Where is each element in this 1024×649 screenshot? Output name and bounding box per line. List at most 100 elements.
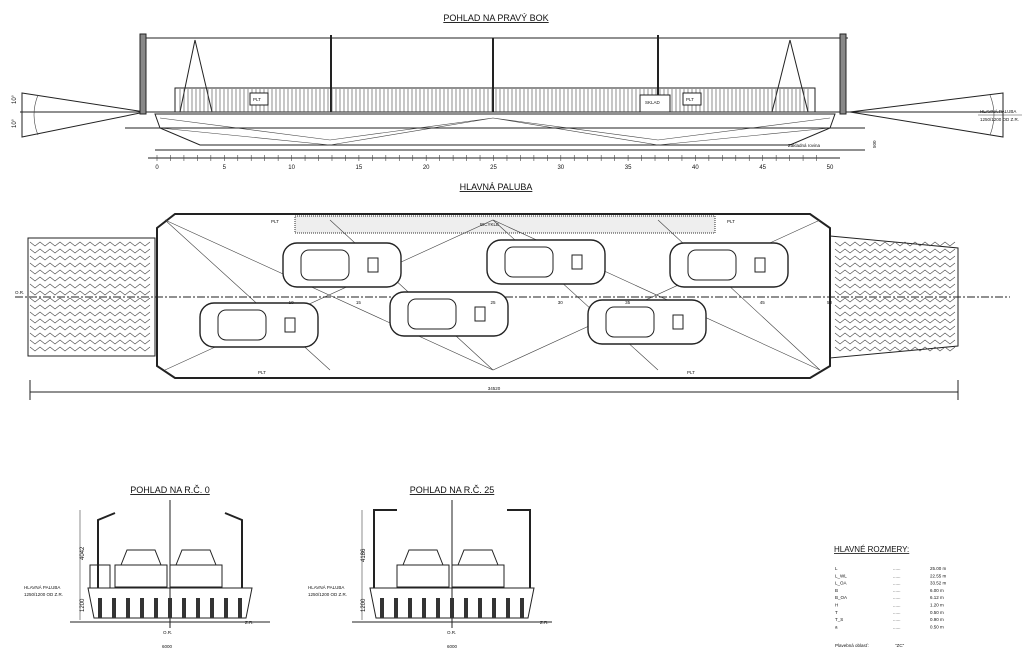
ramp-angle-up: 10° — [12, 94, 18, 104]
ramp-chevron — [29, 311, 151, 317]
svg-text:PLT: PLT — [258, 370, 266, 375]
ramp-chevron — [29, 346, 151, 352]
ramp-chevron — [834, 283, 956, 289]
ramp-chevron — [834, 332, 956, 338]
side-view: POHLAD NA PRAVÝ BOK 10° 10° PLT PLT SKLA… — [12, 13, 1022, 192]
dimension-value: 6.12 m — [930, 595, 944, 600]
ramp-chevron — [29, 290, 151, 296]
svg-text:4042: 4042 — [80, 546, 86, 560]
ramp-chevron — [834, 241, 956, 247]
ramp-chevron — [834, 276, 956, 282]
main-dimensions: HLAVNÉ ROZMERY: L......25.00 mL_WL......… — [834, 545, 947, 648]
frame-tick-label: 40 — [692, 165, 699, 171]
ramp-chevron — [29, 339, 151, 345]
ramp-chevron — [834, 346, 956, 352]
dimension-leader: ...... — [893, 624, 901, 629]
ramp-chevron — [834, 248, 956, 254]
dimension-value: 22.55 m — [930, 573, 947, 578]
svg-text:Z.R.: Z.R. — [245, 620, 254, 625]
frame-tick-label: 5 — [223, 165, 227, 171]
dimension-value: 25.00 m — [930, 566, 947, 571]
dimension-symbol: H — [835, 603, 838, 608]
frame-tick-label: 45 — [760, 300, 766, 305]
ramp-chevron — [29, 262, 151, 268]
dimension-leader: ...... — [893, 610, 901, 615]
ramp-chevron — [29, 325, 151, 331]
svg-text:BICYKLE: BICYKLE — [480, 222, 499, 227]
frame-tick-label: 25 — [490, 165, 497, 171]
ramp-chevron — [834, 255, 956, 261]
ramp-chevron — [834, 318, 956, 324]
ramp-chevron — [29, 248, 151, 254]
dimension-symbol: L_WL — [835, 573, 847, 578]
dimension-symbol: T — [835, 610, 838, 615]
car — [199, 302, 319, 348]
dimension-leader: ...... — [893, 573, 901, 578]
frame-tick-label: 15 — [356, 300, 362, 305]
svg-text:500: 500 — [872, 140, 877, 148]
dimension-symbol: B_OA — [835, 595, 847, 600]
ramp-angle-down: 10° — [12, 118, 18, 128]
ramp-chevron — [834, 304, 956, 310]
svg-text:PLT: PLT — [687, 370, 695, 375]
ramp-chevron — [834, 325, 956, 331]
dimension-leader: ...... — [893, 603, 901, 608]
svg-text:Z.R.: Z.R. — [540, 620, 549, 625]
svg-text:PLT: PLT — [271, 219, 279, 224]
overall-length: 34520 — [488, 386, 501, 391]
frame-tick-label: 35 — [625, 165, 632, 171]
svg-text:1250/1200 OD Z.R.: 1250/1200 OD Z.R. — [24, 592, 63, 597]
svg-text:"ZC": "ZC" — [895, 643, 905, 648]
svg-text:6000: 6000 — [162, 644, 173, 649]
svg-text:1250/1200 OD Z.R.: 1250/1200 OD Z.R. — [980, 117, 1019, 122]
svg-text:O.R.: O.R. — [447, 630, 456, 635]
ramp-chevron — [834, 339, 956, 345]
ramp-chevron — [834, 311, 956, 317]
svg-text:HLAVNÁ PALUBA: HLAVNÁ PALUBA — [980, 108, 1016, 114]
ramp-chevron — [29, 283, 151, 289]
frame-tick-label: 0 — [155, 165, 159, 171]
ramp-chevron — [29, 318, 151, 324]
svg-text:1250/1200 OD Z.R.: 1250/1200 OD Z.R. — [308, 592, 347, 597]
ramp-chevron — [29, 241, 151, 247]
svg-text:O.R.: O.R. — [15, 290, 24, 295]
ramp-chevron — [834, 290, 956, 296]
svg-text:SKLAD: SKLAD — [645, 100, 661, 105]
ramp-chevron — [29, 332, 151, 338]
svg-text:PLT: PLT — [686, 97, 694, 102]
ramp-chevron — [29, 297, 151, 303]
dimension-leader: ...... — [893, 617, 901, 622]
svg-text:PLT: PLT — [727, 219, 735, 224]
section-frame-25: POHLAD NA R.Č. 25 — [352, 485, 552, 628]
svg-text:POHLAD NA R.Č. 25: POHLAD NA R.Č. 25 — [410, 485, 495, 495]
frame-tick-label: 10 — [288, 165, 295, 171]
dimension-value: 0.90 m — [930, 617, 944, 622]
dimension-symbol: L — [835, 566, 838, 571]
dimension-symbol: a — [835, 624, 838, 629]
svg-text:Základná rovina: Základná rovina — [788, 143, 821, 148]
frame-tick-label: 35 — [625, 300, 631, 305]
frame-tick-label: 15 — [356, 165, 363, 171]
svg-text:PLT: PLT — [253, 97, 261, 102]
svg-text:6000: 6000 — [447, 644, 458, 649]
section-labels: 4042 1200 HLAVNÁ PALUBA 1250/1200 OD Z.R… — [24, 546, 549, 649]
dimension-leader: ...... — [893, 581, 901, 586]
dimension-symbol: B — [835, 588, 838, 593]
frame-tick-label: 45 — [759, 165, 766, 171]
svg-text:1200: 1200 — [361, 598, 367, 612]
car — [587, 299, 707, 345]
frame-tick-label: 30 — [558, 300, 564, 305]
svg-text:HLAVNÁ PALUBA: HLAVNÁ PALUBA — [24, 584, 60, 590]
dimension-value: 6.00 m — [930, 588, 944, 593]
dimension-symbol: T_S — [835, 617, 843, 622]
svg-text:1200: 1200 — [80, 598, 86, 612]
ramp-chevron — [29, 255, 151, 261]
section-frame-0: POHLAD NA R.Č. 0 — [70, 485, 270, 628]
car — [389, 291, 509, 337]
car — [282, 242, 402, 288]
dimension-value: 1.20 m — [930, 603, 944, 608]
ramp-chevron — [29, 269, 151, 275]
ramp-chevron — [834, 262, 956, 268]
frame-tick-label: 30 — [557, 165, 564, 171]
